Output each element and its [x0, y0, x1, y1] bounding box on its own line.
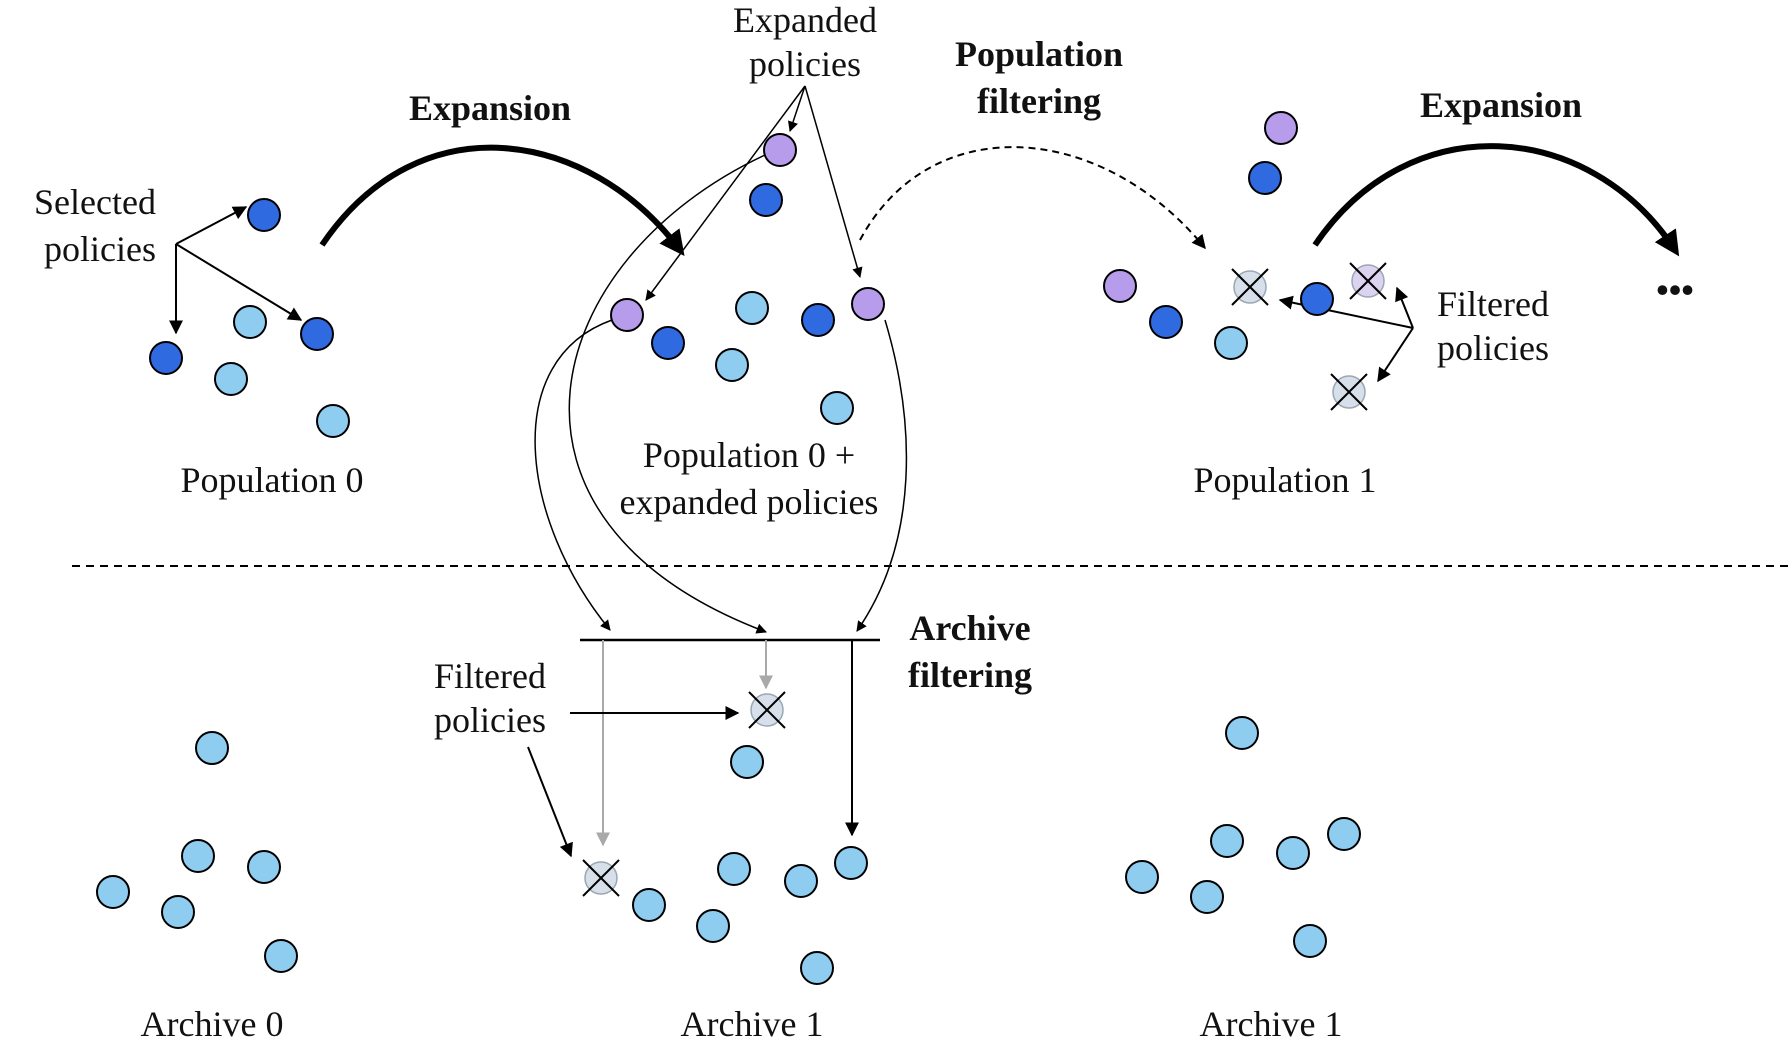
policy-dot [214, 362, 248, 396]
population-0-label: Population 0 [180, 460, 363, 500]
archive-dot [696, 909, 730, 943]
archive-dot [1210, 824, 1244, 858]
policy-dot [735, 291, 769, 325]
policy-dot-expanded [851, 287, 885, 321]
population-0-plus-label-line2: expanded policies [620, 482, 879, 522]
policy-dot-selected [300, 317, 334, 351]
policy-dot-expanded [763, 133, 797, 167]
expanded-policies-arrows [645, 85, 863, 301]
filtered-policies-label-bottom-line1: Filtered [434, 656, 546, 696]
policy-dot-expanded [1103, 269, 1137, 303]
population-0-plus-label-line1: Population 0 + [643, 435, 855, 475]
archive-dot [632, 888, 666, 922]
archive-dot [784, 864, 818, 898]
policy-dot [1214, 326, 1248, 360]
archive-candidate-curves [534, 154, 908, 634]
archive-dot [247, 850, 281, 884]
policy-dot-selected [1149, 305, 1183, 339]
policy-dot-selected [149, 341, 183, 375]
selected-policies-label-line2: policies [44, 229, 156, 269]
population-filtering-arc [859, 146, 1206, 250]
archive-dot [800, 951, 834, 985]
archive-dot [1276, 836, 1310, 870]
archive-dot [181, 839, 215, 873]
archive-dot [264, 939, 298, 973]
policy-dot-expanded [610, 298, 644, 332]
continuation-ellipsis: ••• [1656, 270, 1694, 310]
expanded-policies-label-line2: policies [749, 44, 861, 84]
population-filtering-label-line1: Population [955, 34, 1123, 74]
archive-0-label: Archive 0 [141, 1004, 284, 1044]
archive-1-label-middle: Archive 1 [681, 1004, 824, 1044]
archive-dot [195, 731, 229, 765]
filtered-policy-marker [582, 859, 620, 897]
policy-dot-selected [651, 326, 685, 360]
filtered-policies-label-top-line2: policies [1437, 328, 1549, 368]
filtered-policies-label-bottom-line2: policies [434, 700, 546, 740]
archive-dot [1125, 860, 1159, 894]
archive-1-label-right: Archive 1 [1200, 1004, 1343, 1044]
archive-filtering-label-line1: Archive [909, 608, 1030, 648]
expansion-label-right: Expansion [1420, 85, 1582, 125]
archive-dot [1327, 817, 1361, 851]
archive-dot [834, 846, 868, 880]
selected-policies-arrows [169, 206, 303, 335]
expanded-policies-label-line1: Expanded [733, 0, 877, 40]
filtered-policy-marker [1231, 268, 1269, 306]
filtered-policies-label-top-line1: Filtered [1437, 284, 1549, 324]
expansion-label-left: Expansion [409, 88, 571, 128]
expansion-arc-left [319, 144, 685, 257]
selected-policies-label-line1: Selected [34, 182, 156, 222]
policy-dot [233, 305, 267, 339]
filtered-policy-marker [748, 691, 786, 729]
policy-dot-selected [247, 198, 281, 232]
policy-dot [715, 348, 749, 382]
population-1-label: Population 1 [1193, 460, 1376, 500]
policy-dot [820, 391, 854, 425]
archive-dot [1190, 880, 1224, 914]
archive-dot [1225, 716, 1259, 750]
archive-dot [1293, 924, 1327, 958]
archive-dot [730, 745, 764, 779]
filtered-policies-arrows-top [1278, 286, 1414, 383]
policy-dot-selected [749, 183, 783, 217]
policy-dot-expanded [1264, 111, 1298, 145]
filtered-arrow-bottom-down [527, 746, 573, 858]
filtered-policy-marker [1349, 262, 1387, 300]
archive-dot [161, 895, 195, 929]
policy-dot-selected [1248, 161, 1282, 195]
policy-dot [316, 404, 350, 438]
archive-dot [96, 875, 130, 909]
policy-dot-selected [801, 303, 835, 337]
filtered-policy-marker [1330, 373, 1368, 411]
expansion-arc-right [1312, 143, 1680, 257]
population-filtering-label-line2: filtering [977, 81, 1101, 121]
policy-dot-selected [1300, 282, 1334, 316]
archive-dot [717, 852, 751, 886]
archive-filtering-label-line2: filtering [908, 655, 1032, 695]
